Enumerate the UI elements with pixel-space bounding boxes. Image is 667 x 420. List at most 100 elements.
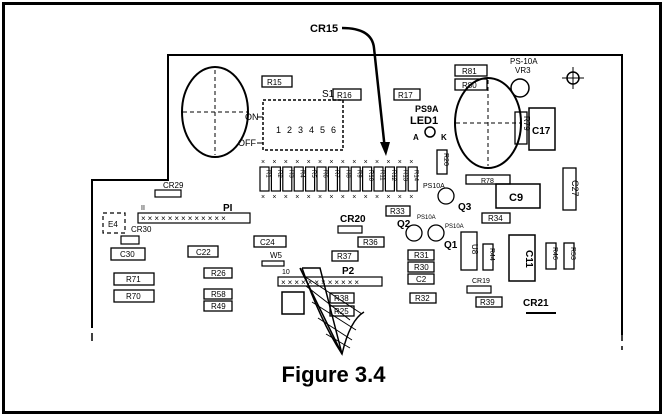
svg-text:C30: C30 <box>120 250 135 259</box>
resistor-r58: R58 <box>203 288 233 300</box>
svg-text:×: × <box>318 194 322 201</box>
svg-text:C9: C9 <box>509 192 523 204</box>
svg-text:R44: R44 <box>488 248 495 261</box>
resistor-r32: R32 <box>409 292 437 304</box>
resistor-r70: R70 <box>113 289 155 303</box>
svg-text:P2: P2 <box>342 266 355 277</box>
mounting-hole-right <box>454 77 522 169</box>
dip-resistor: R3×× <box>282 159 293 201</box>
svg-text:×: × <box>375 159 379 166</box>
vr3-ref: VR3 <box>515 66 531 75</box>
svg-text:PS10A: PS10A <box>423 183 445 190</box>
board-outline <box>91 54 623 335</box>
resistor-r36: R36 <box>357 236 385 248</box>
svg-text:×: × <box>398 194 402 201</box>
svg-text:R39: R39 <box>480 298 495 307</box>
svg-text:×: × <box>329 159 333 166</box>
resistor-r80: R80 <box>454 78 488 91</box>
dip-resistor: R9×× <box>350 159 362 201</box>
diode-cr30: CR30 <box>120 225 152 245</box>
svg-text:R46: R46 <box>551 247 558 260</box>
jumper-w5: W5 <box>261 251 285 267</box>
svg-text:C27: C27 <box>570 180 580 197</box>
svg-text:R49: R49 <box>211 302 226 311</box>
svg-text:CR30: CR30 <box>131 225 152 234</box>
dip-resistor: R14×× <box>407 159 419 201</box>
svg-text:×: × <box>261 159 265 166</box>
dip-resistor-label: R8 <box>344 170 350 178</box>
svg-text:R71: R71 <box>126 275 141 284</box>
svg-text:C24: C24 <box>260 238 275 247</box>
svg-text:R30: R30 <box>414 263 429 272</box>
resistor-r33: R33 <box>385 205 411 217</box>
resistor-r79: R79 <box>514 111 531 145</box>
capacitor-c2: C2 <box>407 273 435 285</box>
resistor-r39: R39 <box>475 296 503 308</box>
mounting-hole-left <box>181 66 249 158</box>
capacitor-c27: C27 <box>562 167 580 211</box>
capacitor-c22: C22 <box>187 245 219 258</box>
svg-text:R37: R37 <box>337 252 352 261</box>
svg-text:R38: R38 <box>334 294 349 303</box>
svg-text:R80: R80 <box>462 81 477 90</box>
capacitor-c9: C9 <box>495 183 541 209</box>
svg-text:PI: PI <box>223 203 233 214</box>
svg-text:×: × <box>295 194 299 201</box>
dip-resistor: R11×× <box>373 159 385 201</box>
svg-text:R36: R36 <box>363 238 378 247</box>
svg-text:×: × <box>375 194 379 201</box>
led-ref: LED1 <box>410 115 438 127</box>
svg-text:×: × <box>352 194 356 201</box>
dip-resistor-label: R5 <box>310 170 316 178</box>
dip-resistor: R12×× <box>384 159 396 201</box>
svg-text:×: × <box>386 194 390 201</box>
figure-caption: Figure 3.4 <box>281 362 386 387</box>
svg-text:R53: R53 <box>569 247 576 260</box>
svg-text:CR20: CR20 <box>340 214 366 225</box>
resistor-r46: R46 <box>545 242 558 270</box>
capacitor-c24: C24 <box>253 235 287 248</box>
dip-resistor-label: R1 <box>265 170 271 178</box>
dip-resistor-label: R13 <box>401 170 407 182</box>
capacitor-c17: C17 <box>528 107 556 151</box>
diode-cr21: CR21 <box>523 298 556 314</box>
resistor-r31: R31 <box>407 249 435 261</box>
dip-resistor: R4×× <box>293 159 305 201</box>
capacitor-c30: C30 <box>110 247 146 261</box>
resistor-r71: R71 <box>113 272 155 286</box>
svg-text:C11: C11 <box>523 250 534 268</box>
svg-text:CR29: CR29 <box>163 181 184 190</box>
dip-resistor-label: R12 <box>390 170 396 182</box>
svg-text:II: II <box>141 205 145 212</box>
svg-text:R25: R25 <box>334 307 349 316</box>
svg-text:PS10A: PS10A <box>445 224 464 230</box>
dip-resistor-label: R9 <box>356 170 362 178</box>
resistor-r26: R26 <box>203 267 233 279</box>
diode-cr20: CR20 <box>337 214 366 234</box>
crosshair-icon <box>562 67 584 89</box>
dip-resistor: R2×× <box>270 159 282 201</box>
resistor-r30: R30 <box>407 261 435 273</box>
dip-resistor-label: R2 <box>276 170 282 178</box>
resistor-r20: R20 <box>436 149 449 175</box>
svg-text:R32: R32 <box>415 294 430 303</box>
svg-text:×: × <box>307 159 311 166</box>
svg-text:R58: R58 <box>211 290 226 299</box>
svg-text:×: × <box>272 159 276 166</box>
vr3-name: PS-10A <box>510 57 538 66</box>
svg-text:E4: E4 <box>108 220 118 229</box>
svg-text:R79: R79 <box>522 116 531 131</box>
svg-text:×: × <box>295 159 299 166</box>
switch-position-label: 4 <box>309 125 314 135</box>
resistor-r17: R17 <box>393 88 421 101</box>
vr3: PS-10A VR3 <box>510 57 538 98</box>
svg-text:×: × <box>398 159 402 166</box>
dip-resistor-label: R10 <box>367 170 373 182</box>
svg-text:PS10A: PS10A <box>417 215 436 221</box>
svg-text:×: × <box>386 159 390 166</box>
terminal-block <box>281 291 305 315</box>
svg-text:R34: R34 <box>488 214 503 223</box>
